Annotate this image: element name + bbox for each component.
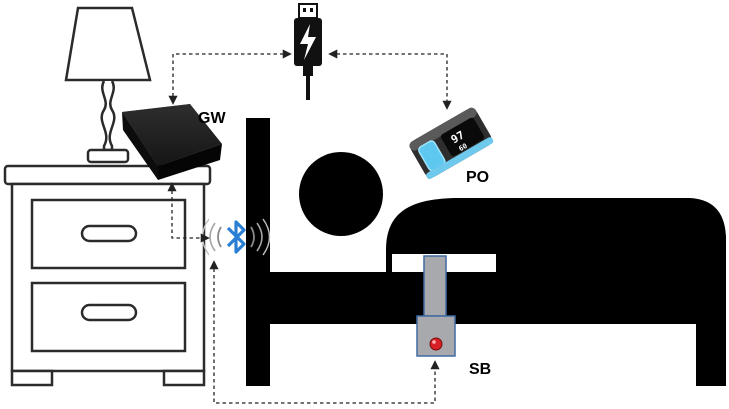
nightstand-icon [3,164,212,387]
usb-power-icon [294,3,322,100]
pulse-oximeter-device: 97 60 [409,107,494,180]
po-display-spo2: 97 [449,128,467,146]
po-display-pulse: 60 [457,142,468,153]
power-link-gw [168,49,292,105]
bed-icon [246,118,726,386]
gateway-label: GW [198,110,226,127]
person-head-icon [299,152,383,236]
sensor-box-label: SB [469,361,491,378]
pulse-oximeter-label: PO [466,169,489,186]
power-link-po [328,49,452,110]
bt-link-gw [167,182,210,243]
lamp-icon [64,6,152,164]
gateway-device [122,104,222,180]
